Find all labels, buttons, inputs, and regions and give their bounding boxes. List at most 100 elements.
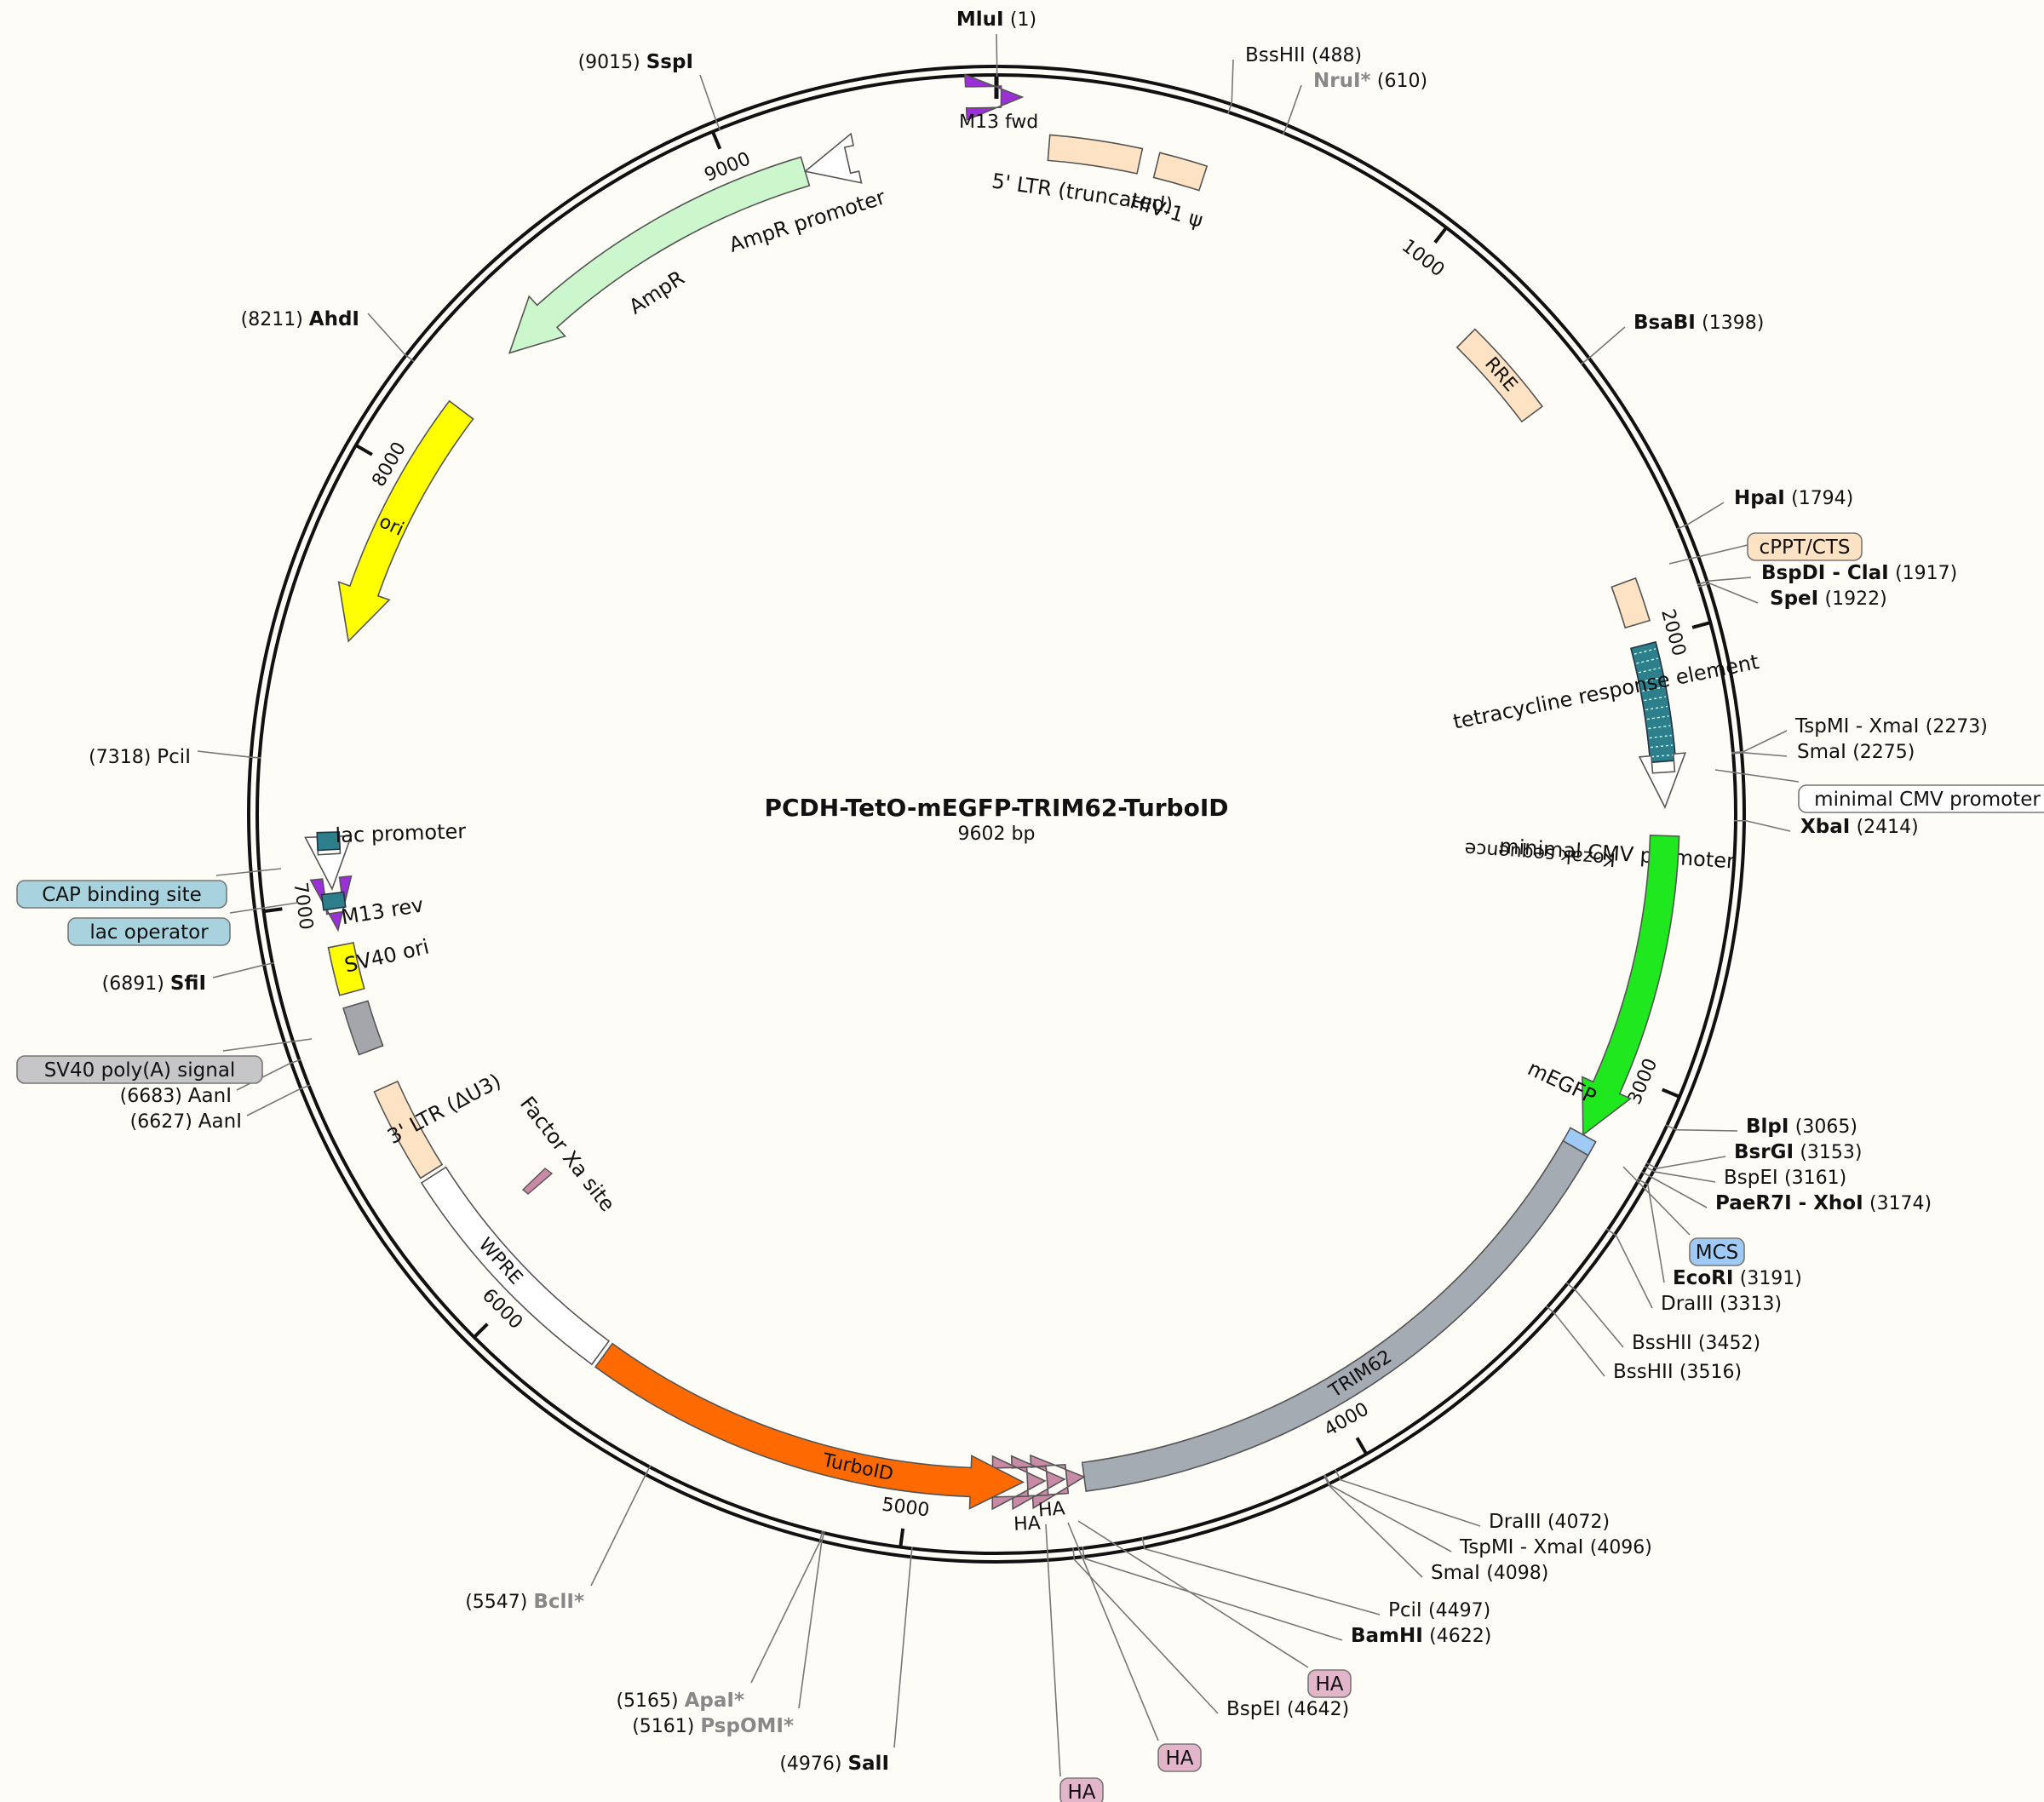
site-name: AanI (188, 1085, 232, 1107)
site-label-33: (9015) SspI (578, 51, 693, 73)
boxed-label-text: HA (1165, 1747, 1193, 1770)
leader-0 (996, 33, 998, 77)
tre-hatch (1646, 715, 1669, 720)
leader-23 (1072, 1547, 1219, 1714)
site-label-21: PciI (4497) (1388, 1599, 1490, 1621)
boxed-label-bg (1059, 1777, 1104, 1802)
cppt-feature (1611, 577, 1651, 629)
boxed-label-5: HA (1059, 1777, 1104, 1802)
site-label-19: TspMI - XmaI (4096) (1459, 1536, 1652, 1558)
site-pos: (9015) (578, 52, 646, 73)
leader-4 (1676, 502, 1725, 530)
site-pos: (3191) (1740, 1268, 1802, 1289)
boxed-leader (1714, 769, 1800, 783)
site-pos: (4642) (1287, 1699, 1349, 1720)
boxed-label-2: MCS (1689, 1237, 1745, 1266)
boxed-label-text: SV40 poly(A) signal (44, 1059, 236, 1082)
site-pos: (1917) (1895, 563, 1957, 584)
leader-7 (1731, 730, 1788, 754)
site-name: ApaI* (685, 1690, 744, 1712)
leader-lines (197, 33, 1800, 1777)
leader-6 (1697, 582, 1759, 604)
tre-hatch (1644, 696, 1667, 702)
site-label-25: (5161) PspOMI* (632, 1715, 794, 1737)
boxed-label-4: HA (1157, 1743, 1202, 1772)
site-name: EcoRI (1673, 1267, 1733, 1289)
site-pos: (5165) (616, 1690, 684, 1712)
leader-3 (1580, 326, 1626, 365)
site-name: TspMI - XmaI (1459, 1536, 1583, 1558)
site-pos: (3313) (1720, 1294, 1782, 1315)
leader-27 (590, 1465, 652, 1587)
site-pos: (610) (1377, 71, 1427, 92)
ampr-label: AmpR (624, 266, 688, 319)
site-pos: (8211) (241, 309, 309, 330)
site-label-4: HpaI (1794) (1734, 487, 1853, 509)
leader-17 (1545, 1305, 1605, 1377)
leader-13 (1641, 1171, 1708, 1208)
leader-26 (750, 1530, 824, 1684)
site-label-15: DraIII (3313) (1661, 1293, 1782, 1315)
boxed-label-1: minimal CMV promoter (1798, 784, 2044, 813)
site-pos: (6891) (102, 973, 170, 995)
ampr-feature (508, 156, 811, 354)
tre-hatch (1633, 648, 1656, 655)
plasmid-length: 9602 bp (958, 824, 1036, 845)
tick-8000 (354, 444, 373, 456)
site-name: BamHI (1351, 1625, 1423, 1647)
wpre-feature (420, 1166, 611, 1366)
site-pos: (3153) (1800, 1142, 1862, 1163)
boxed-leader (1622, 1166, 1691, 1236)
boxed-label-3: HA (1307, 1669, 1352, 1698)
site-pos: (2273) (1926, 716, 1988, 737)
site-label-5: BspDI - ClaI (1917) (1761, 562, 1957, 584)
site-name: BssHII (1632, 1332, 1692, 1354)
sv40-ori-label: SV40 ori (342, 934, 432, 977)
site-label-26: (5165) ApaI* (616, 1690, 744, 1712)
site-name: HpaI (1734, 487, 1785, 509)
leader-30 (212, 961, 274, 978)
site-name: BspDI - ClaI (1761, 562, 1889, 584)
tick-1000 (1433, 227, 1448, 244)
site-label-32: (8211) AhdI (241, 308, 359, 330)
site-pos: (1922) (1825, 588, 1887, 610)
m13rev-feature (309, 875, 353, 933)
site-pos: (7318) (89, 747, 157, 768)
site-pos: (4497) (1428, 1600, 1490, 1621)
site-name: BssHII (1245, 44, 1306, 66)
boxed-label-bg (1798, 784, 2044, 813)
leader-8 (1731, 752, 1788, 757)
site-pos: (1398) (1702, 313, 1764, 334)
site-label-16: BssHII (3452) (1632, 1332, 1760, 1354)
ha-label-2: HA (1037, 1498, 1065, 1521)
leader-22 (1082, 1546, 1343, 1641)
site-label-6: SpeI (1922) (1770, 588, 1887, 610)
boxed-label-text: HA (1315, 1673, 1343, 1696)
tick-9000 (711, 130, 722, 150)
turboid-feature (594, 1342, 1025, 1510)
plasmid-title: PCDH-TetO-mEGFP-TRIM62-TurboID (764, 794, 1228, 822)
site-pos: (4098) (1486, 1563, 1548, 1584)
tick-4000 (1355, 1437, 1369, 1455)
boxed-leader (1045, 1524, 1061, 1777)
site-name: SspI (646, 51, 693, 73)
tick-2000 (1691, 621, 1711, 629)
sv40-ori-feature (327, 941, 365, 996)
mincmv-feature (1638, 752, 1687, 810)
cap-feature (316, 831, 341, 852)
site-label-14: EcoRI (3191) (1673, 1267, 1802, 1289)
tre-hatch (1638, 667, 1661, 674)
site-label-28: (6627) AanI (130, 1110, 242, 1133)
site-pos: (1794) (1791, 488, 1853, 509)
boxed-label-text: HA (1067, 1782, 1095, 1802)
boxed-label-bg (1689, 1237, 1745, 1266)
leader-9 (1733, 819, 1791, 832)
features: 5' LTR (truncated)HIV-1 ψRREtetracycline… (304, 73, 1761, 1535)
boxed-label-7: lac operator (67, 917, 231, 946)
boxed-label-text: CAP binding site (42, 884, 202, 906)
site-pos: (488) (1312, 45, 1362, 66)
site-label-2: NruI* (610) (1313, 70, 1427, 92)
tick-5000 (899, 1528, 905, 1547)
site-name: SmaI (1797, 741, 1846, 763)
site-name: PspOMI* (700, 1715, 794, 1737)
